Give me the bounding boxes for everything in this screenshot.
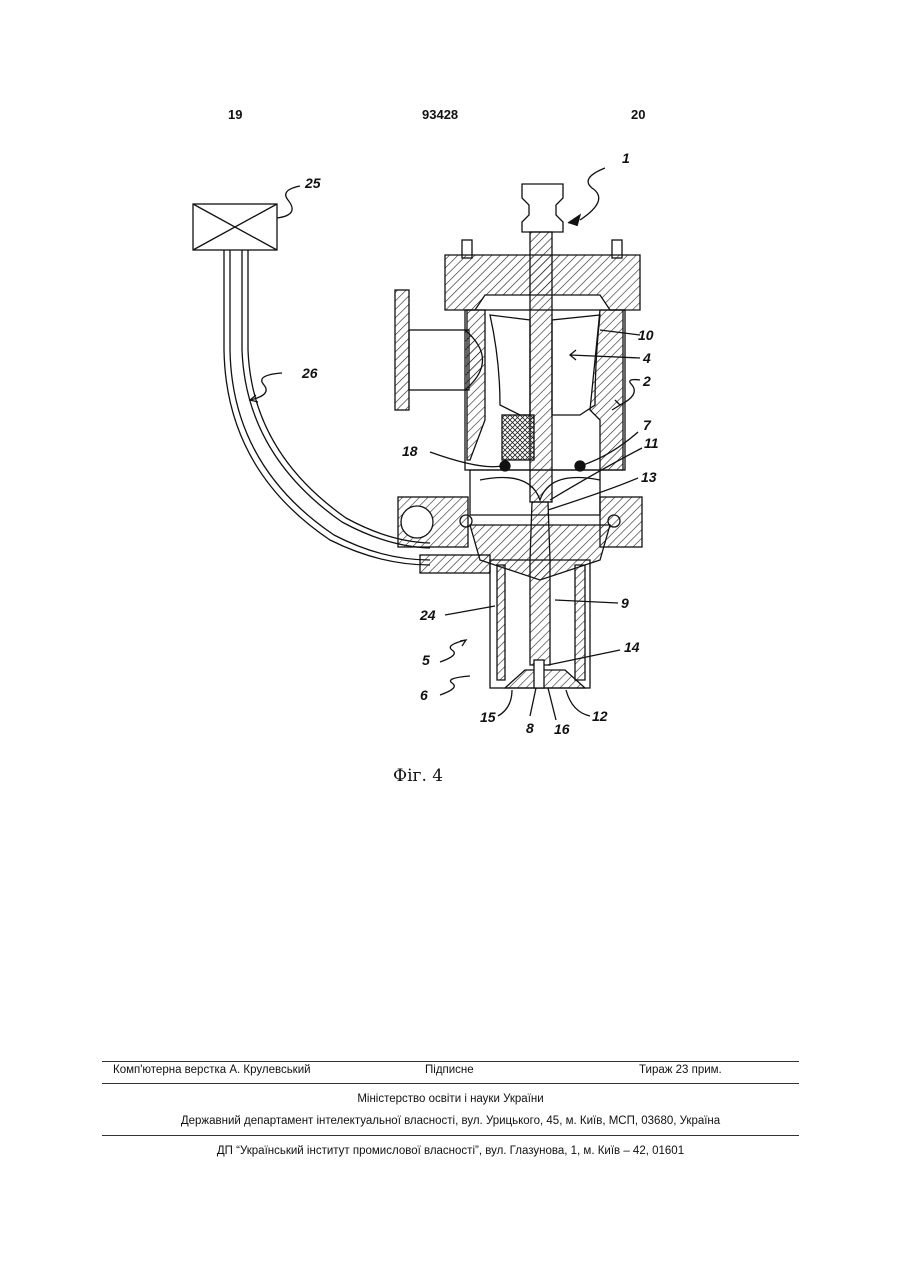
ref-label: 10: [638, 327, 654, 343]
technical-drawing: 1 25 10 4 26 2 7 11 18 13 9 24 14 5 6 15…: [0, 0, 901, 800]
footer-circulation: Тираж 23 прим.: [639, 1064, 722, 1076]
spindle: [530, 232, 552, 502]
ref-label: 8: [526, 720, 534, 736]
footer-rule-middle: [102, 1083, 799, 1084]
stem-9: [530, 502, 550, 665]
ref-label: 26: [301, 365, 318, 381]
footer-rule-top: [102, 1061, 799, 1062]
handle-knob: [522, 184, 563, 232]
footer-institute: ДП “Український інститут промислової вла…: [0, 1145, 901, 1157]
ref-label: 2: [642, 373, 651, 389]
footer-layout-credit: Комп'ютерна верстка А. Крулевський: [113, 1064, 311, 1076]
footer-department: Державний департамент інтелектуальної вл…: [0, 1115, 901, 1127]
fitting-24: [420, 555, 490, 573]
ref-label: 6: [420, 687, 428, 703]
figure-caption: Фіг. 4: [393, 766, 443, 786]
ref-label: 12: [592, 708, 608, 724]
ref-label: 15: [480, 709, 496, 725]
ref-label: 16: [554, 721, 570, 737]
seal-block: [502, 415, 534, 460]
left-flange: [395, 290, 409, 410]
footer-ministry: Міністерство освіти і науки України: [0, 1093, 901, 1105]
ref-label: 1: [622, 150, 630, 166]
ref-label: 18: [402, 443, 418, 459]
ref-label: 5: [422, 652, 430, 668]
ref-label: 14: [624, 639, 640, 655]
ref-label: 13: [641, 469, 657, 485]
ref-label: 4: [642, 350, 651, 366]
ref-label: 24: [419, 607, 436, 623]
ref-label: 7: [643, 417, 652, 433]
ref-label: 11: [644, 435, 659, 451]
footer-signed: Підписне: [425, 1064, 474, 1076]
footer-rule-bottom: [102, 1135, 799, 1136]
ref-label: 25: [304, 175, 321, 191]
ref-label: 9: [621, 595, 629, 611]
nozzle: [505, 670, 585, 688]
